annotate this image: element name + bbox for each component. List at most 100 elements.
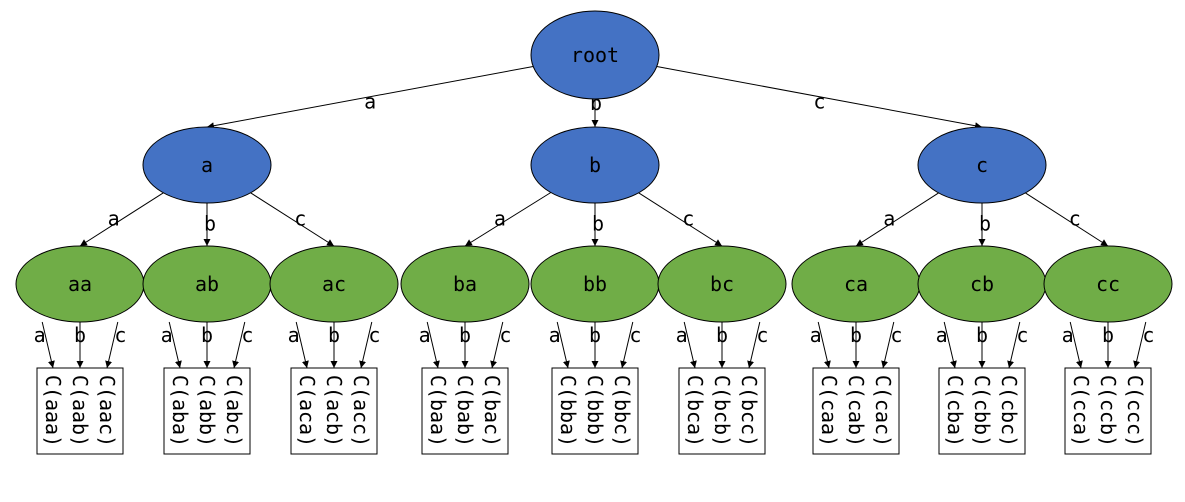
nodes-layer: rootaaaC(aaa)C(aab)C(aac)abC(aba)C(abb)C… [15, 10, 1173, 455]
leaf-box-ab [163, 367, 251, 455]
node-b-label: b [589, 153, 601, 177]
edge-b-ba [464, 192, 552, 247]
edge-label-root-c: c [813, 90, 825, 114]
edge-label-ac-b: b [328, 323, 340, 347]
edge-label-bb-a: a [549, 323, 561, 347]
leaf-label: C(bcc) [737, 375, 761, 447]
edge-label-cc-c: c [1142, 323, 1154, 347]
edge-label-ab-a: a [161, 323, 173, 347]
root-node-shape [530, 10, 660, 100]
node-ac-label: ac [322, 272, 346, 296]
leaf-box-cc [1064, 367, 1152, 455]
edge-label-cb-b: b [976, 323, 988, 347]
leaf-label: C(bca) [683, 375, 707, 447]
edge-label-ba-a: a [419, 323, 431, 347]
node-cc-shape [1043, 245, 1173, 323]
edge-label-a-ab: b [204, 212, 216, 236]
edge-a-ac [250, 192, 335, 247]
leaf-label: C(cbc) [997, 375, 1021, 447]
edge-c-cc [1025, 192, 1109, 247]
edge-label-b-bb: b [592, 212, 604, 236]
node-c-shape [917, 126, 1047, 204]
edge-label-bb-b: b [589, 323, 601, 347]
edge-label-aa-c: c [114, 323, 126, 347]
leaf-label: C(bac) [480, 375, 504, 447]
edge-ac-c [359, 321, 373, 369]
leaf-box-ba [421, 367, 509, 455]
edge-label-c-cb: b [979, 212, 991, 236]
edge-cc-a [1069, 321, 1083, 369]
leaf-label: C(cab) [844, 375, 868, 447]
edge-cc-c [1133, 321, 1147, 369]
edge-ac-a [295, 321, 309, 369]
edge-label-root-a: a [364, 90, 376, 114]
edge-ba-c [490, 321, 504, 369]
edge-label-ab-c: c [241, 323, 253, 347]
edge-root-a [206, 65, 534, 130]
edge-label-cb-c: c [1016, 323, 1028, 347]
node-cb-label: cb [970, 272, 994, 296]
edge-cb-a [943, 321, 957, 369]
edge-label-b-bc: c [682, 206, 694, 230]
leaf-label: C(bbb) [583, 375, 607, 447]
edge-bc-c [747, 321, 761, 369]
edge-bb-c [620, 321, 634, 369]
node-bc-shape [657, 245, 787, 323]
edge-label-cb-a: a [936, 323, 948, 347]
edge-label-ab-b: b [201, 323, 213, 347]
edge-label-a-ac: c [294, 206, 306, 230]
leaf-label: C(abc) [222, 375, 246, 447]
edge-label-cc-a: a [1062, 323, 1074, 347]
leaf-label: C(baa) [426, 375, 450, 447]
leaf-box-bc [678, 367, 766, 455]
edge-label-aa-b: b [74, 323, 86, 347]
leaf-label: C(ccb) [1096, 375, 1120, 447]
leaf-label: C(bbc) [610, 375, 634, 447]
leaf-label: C(cac) [871, 375, 895, 447]
edge-aa-c [105, 321, 119, 369]
leaf-box-ac [290, 367, 378, 455]
edge-label-ca-c: c [890, 323, 902, 347]
edge-label-ca-a: a [810, 323, 822, 347]
edge-c-ca [855, 192, 939, 247]
edge-label-ca-b: b [850, 323, 862, 347]
leaf-label: C(aac) [95, 375, 119, 447]
edge-label-ba-c: c [499, 323, 511, 347]
node-ab-label: ab [195, 272, 219, 296]
edge-label-ac-c: c [368, 323, 380, 347]
node-ca-label: ca [844, 272, 868, 296]
edge-ab-c [232, 321, 246, 369]
edge-label-cc-b: b [1102, 323, 1114, 347]
node-cc-label: cc [1096, 272, 1120, 296]
leaf-label: C(cca) [1069, 375, 1093, 447]
node-bc-label: bc [710, 272, 734, 296]
edge-label-aa-a: a [34, 323, 46, 347]
edge-cb-c [1007, 321, 1021, 369]
leaf-box-cb [938, 367, 1026, 455]
edge-ca-a [817, 321, 831, 369]
edge-label-ba-b: b [459, 323, 471, 347]
edge-ab-a [168, 321, 182, 369]
edge-ba-a [426, 321, 440, 369]
leaf-box-ca [812, 367, 900, 455]
leaf-label: C(acc) [349, 375, 373, 447]
edge-ca-c [881, 321, 895, 369]
node-a-label: a [201, 153, 213, 177]
edge-a-aa [79, 192, 164, 247]
edge-b-bc [638, 192, 723, 247]
leaf-label: C(bba) [556, 375, 580, 447]
leaf-label: C(aab) [68, 375, 92, 447]
edge-root-c [656, 66, 983, 130]
edge-label-b-ba: a [494, 206, 506, 230]
leaf-label: C(abb) [195, 375, 219, 447]
leaf-label: C(aca) [295, 375, 319, 447]
edge-bc-a [683, 321, 697, 369]
edge-label-bc-c: c [756, 323, 768, 347]
node-b-shape [530, 126, 660, 204]
leaf-label: C(cbb) [970, 375, 994, 447]
node-ba-shape [400, 245, 530, 323]
leaf-label: C(acb) [322, 375, 346, 447]
edge-label-bc-a: a [676, 323, 688, 347]
leaf-box-bb [551, 367, 639, 455]
